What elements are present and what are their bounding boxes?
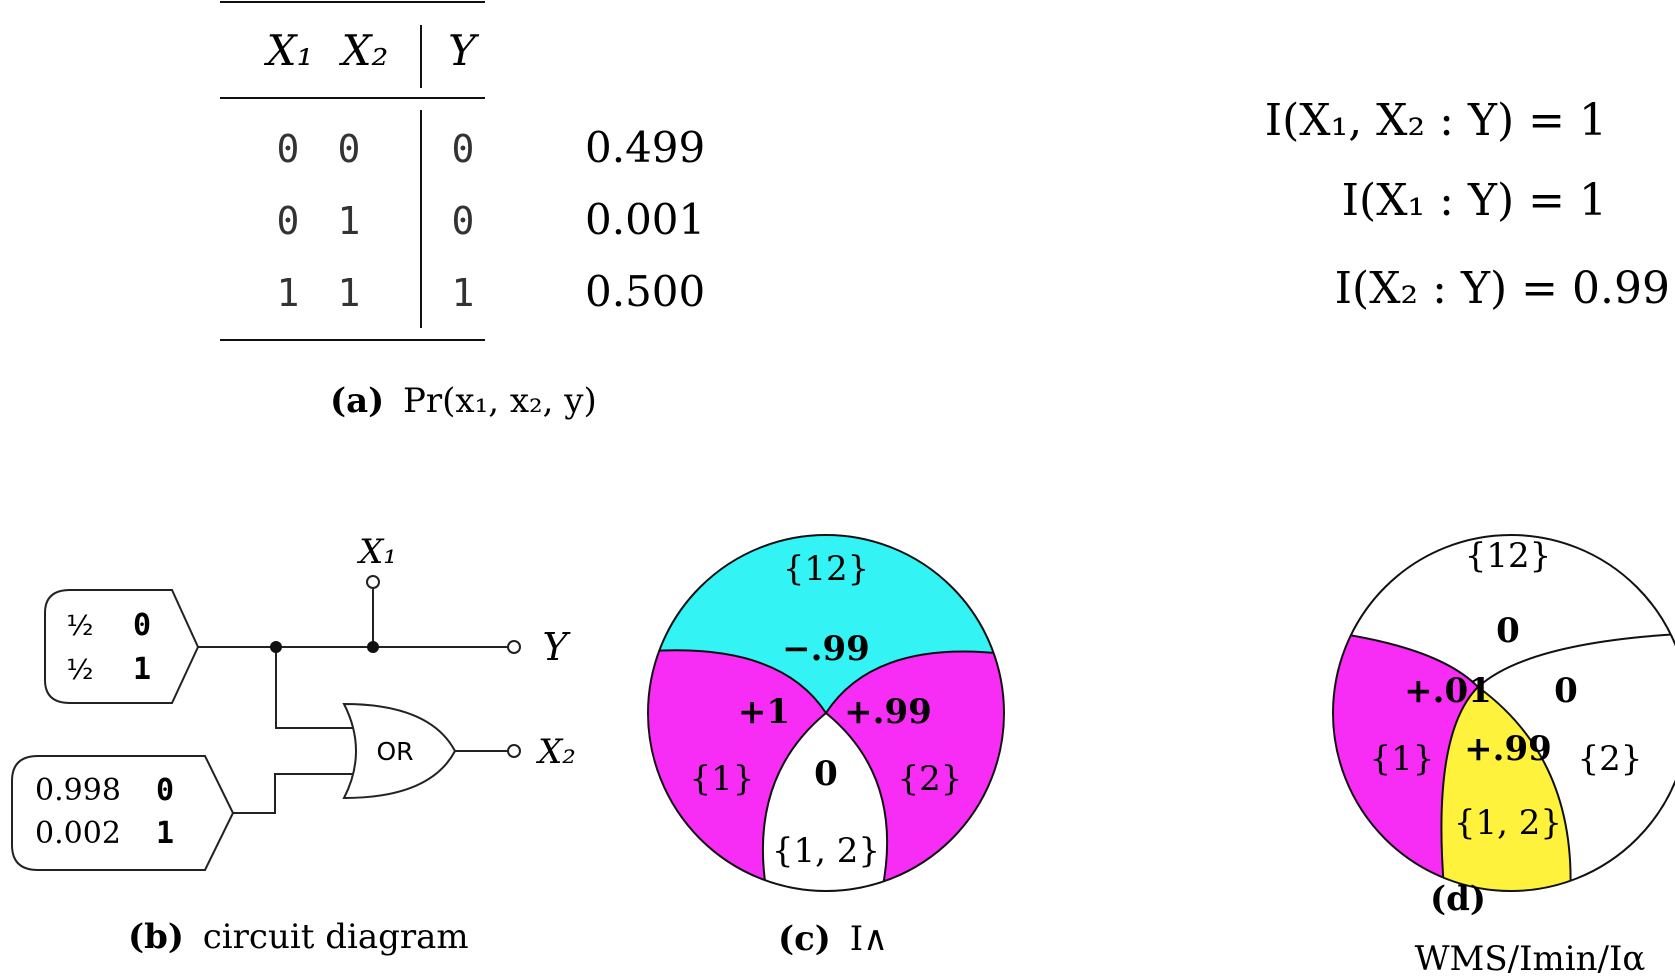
top-source-p0: ½: [66, 609, 93, 642]
terminal-x2: [507, 744, 521, 758]
c-right-value: +.99: [844, 692, 932, 732]
caption-b-text: circuit diagram: [203, 917, 469, 957]
c-top-value: −.99: [782, 629, 870, 669]
region-d-bottom-boundary: [1440, 686, 1572, 891]
or-gate: [342, 702, 457, 800]
wire-to-or-bottom: [233, 773, 356, 814]
circuit-diagram: ½ 0 ½ 1 0.998 0 0.002 1 OR X₁ Y X₂ (b) c…: [11, 532, 576, 957]
info-x2: I(X₂ : Y) = 0.99: [1335, 263, 1670, 314]
bottom-source-v0: 0: [156, 773, 174, 808]
label-x1: X₁: [356, 532, 397, 572]
bottom-source-p0: 0.998: [35, 773, 121, 808]
row3-x1: 1: [277, 271, 300, 315]
caption-d-text: WMS/Imin/Iα: [1415, 939, 1646, 979]
label-y: Y: [542, 625, 571, 669]
d-top-label: {12}: [1465, 536, 1552, 576]
diagram-d: {12} 0 +.01 0 {1} +.99 {2} {1, 2} (d) WM…: [1332, 534, 1675, 979]
caption-c-letter: (c): [778, 919, 831, 959]
caption-b: (b) circuit diagram: [128, 917, 469, 957]
info-x1: I(X₁ : Y) = 1: [1342, 175, 1607, 226]
c-bottom-value: 0: [814, 754, 838, 794]
c-top-label: {12}: [783, 549, 870, 589]
row3-y: 1: [452, 271, 475, 315]
d-left-label: {1}: [1370, 739, 1435, 779]
top-source-v1: 1: [133, 652, 151, 687]
junction-dot-left: [270, 641, 282, 653]
header-x1: X₁: [264, 26, 314, 75]
bottom-source-p1: 0.002: [35, 816, 121, 851]
header-x2: X₂: [339, 26, 389, 75]
top-source-v0: 0: [133, 608, 151, 643]
region-d-bottom: [1441, 687, 1571, 891]
top-source-box: [44, 589, 200, 704]
d-bottom-value: +.99: [1464, 729, 1552, 769]
caption-c: (c) I∧: [778, 919, 888, 959]
circle-c-outline: [647, 534, 1005, 892]
row3-p: 0.500: [585, 267, 705, 316]
probability-table: X₁ X₂ Y 0 0 0 0.499 0 1 0 0.001 1 1 1 0.…: [220, 1, 705, 421]
header-y: Y: [448, 26, 480, 75]
d-left-value: +.01: [1404, 671, 1492, 711]
c-left-label: {1}: [690, 759, 755, 799]
row3-x2: 1: [338, 271, 361, 315]
row1-x1: 0: [277, 127, 300, 171]
diagram-c: {12} −.99 +1 +.99 {1} {2} 0 {1, 2} (c) I…: [647, 534, 1005, 959]
row2-p: 0.001: [585, 195, 705, 244]
row2-x1: 0: [277, 199, 300, 243]
junction-dot-x1: [367, 641, 379, 653]
bottom-source-box: [11, 755, 235, 871]
c-bottom-label: {1, 2}: [772, 831, 880, 871]
caption-a: (a) Pr(x₁, x₂, y): [330, 381, 597, 421]
region-c-bottom-boundary: [761, 712, 889, 891]
row1-y: 0: [452, 127, 475, 171]
caption-d-letter: (d): [1430, 879, 1486, 919]
row1-x2: 0: [338, 127, 361, 171]
or-gate-label: OR: [376, 737, 413, 766]
c-left-value: +1: [738, 692, 790, 732]
label-x2: X₂: [535, 732, 576, 772]
d-top-value: 0: [1496, 611, 1520, 651]
d-bottom-label: {1, 2}: [1454, 803, 1562, 843]
bottom-source-v1: 1: [156, 816, 174, 851]
region-c-bottom: [762, 713, 888, 891]
top-source-p1: ½: [66, 653, 93, 686]
terminal-x1: [366, 575, 380, 589]
row2-y: 0: [452, 199, 475, 243]
caption-a-letter: (a): [330, 381, 384, 421]
wire-to-or-top: [275, 647, 356, 729]
region-d-top-boundary: [1342, 632, 1675, 689]
circle-d-outline: [1332, 534, 1675, 892]
mutual-information-values: I(X₁, X₂ : Y) = 1 I(X₁ : Y) = 1 I(X₂ : Y…: [1265, 95, 1670, 314]
caption-c-text: I∧: [850, 919, 888, 959]
terminal-y: [507, 640, 521, 654]
d-right-label: {2}: [1578, 739, 1643, 779]
c-right-label: {2}: [898, 759, 963, 799]
row1-p: 0.499: [585, 123, 705, 172]
caption-a-text: Pr(x₁, x₂, y): [403, 381, 597, 421]
row2-x2: 1: [338, 199, 361, 243]
info-joint: I(X₁, X₂ : Y) = 1: [1265, 95, 1607, 146]
caption-b-letter: (b): [128, 917, 184, 957]
d-right-value: 0: [1554, 671, 1578, 711]
